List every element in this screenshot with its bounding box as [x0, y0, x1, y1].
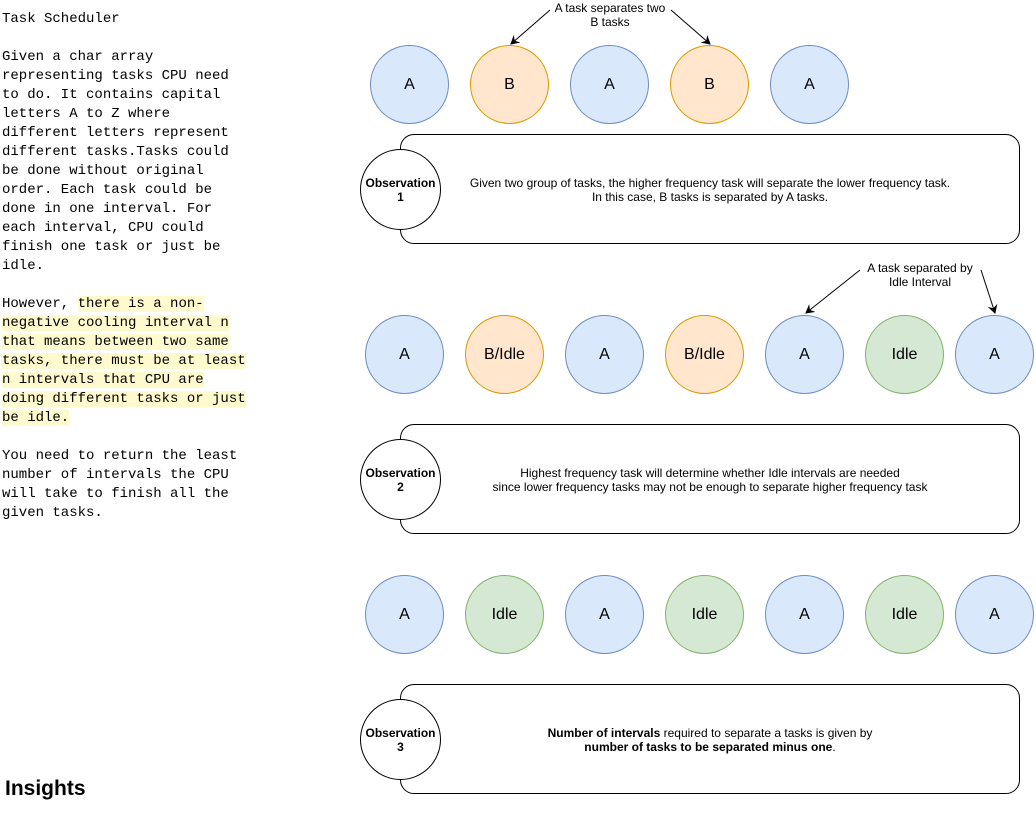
arrow-to-first-b: [510, 9, 551, 45]
row2-annotation: A task separated by Idle Interval: [867, 261, 973, 289]
problem-highlight: there is a non- negative cooling interva…: [2, 296, 246, 426]
arrow-to-a-before-idle: [805, 269, 861, 314]
idle-node: Idle: [665, 575, 744, 654]
observation3-normal1: required to separate a tasks is given by: [660, 726, 873, 740]
task-node: A: [565, 315, 644, 394]
problem-paragraph-1: Given a char array representing tasks CP…: [2, 49, 229, 274]
task-node: A: [365, 315, 444, 394]
observation2-label: Observation 2: [360, 439, 441, 520]
observation3-normal2: .: [832, 740, 836, 754]
row1-annotation: A task separates two B tasks: [554, 1, 666, 29]
observation3-line2: number of tasks to be separated minus on…: [400, 740, 1020, 754]
problem-description: Given a char array representing tasks CP…: [2, 48, 252, 542]
problem-title: Task Scheduler: [2, 11, 120, 27]
observation3-line1: Number of intervals required to separate…: [400, 726, 1020, 740]
problem-paragraph-3: You need to return the least number of i…: [2, 448, 238, 521]
task-node: A: [365, 575, 444, 654]
observation3-label: Observation 3: [360, 699, 441, 780]
task-node: A: [765, 315, 844, 394]
observation2-text: Highest frequency task will determine wh…: [492, 466, 928, 494]
task-node: B/Idle: [665, 315, 744, 394]
task-node: A: [565, 575, 644, 654]
observation2-box: [400, 424, 1020, 534]
insights-title: Insights: [5, 777, 86, 800]
problem-paragraph-2: However, there is a non- negative coolin…: [2, 295, 252, 428]
observation3-text: Number of intervals required to separate…: [400, 726, 1020, 754]
arrow-to-second-b: [670, 9, 711, 45]
task-node: A: [570, 45, 649, 124]
idle-node: Idle: [865, 315, 944, 394]
problem-paragraph-2-lead: However,: [2, 296, 78, 312]
observation1-text: Given two group of tasks, the higher fre…: [469, 176, 951, 204]
observation3-bold2: number of tasks to be separated minus on…: [584, 740, 833, 754]
task-node: B: [470, 45, 549, 124]
observation1-box: [400, 134, 1020, 244]
task-node: A: [770, 45, 849, 124]
task-node: B: [670, 45, 749, 124]
task-node: A: [955, 315, 1034, 394]
observation1-label: Observation 1: [360, 149, 441, 230]
idle-node: Idle: [465, 575, 544, 654]
task-node: A: [765, 575, 844, 654]
task-node: A: [955, 575, 1034, 654]
idle-node: Idle: [865, 575, 944, 654]
observation3-bold1: Number of intervals: [547, 726, 661, 740]
task-node: A: [370, 45, 449, 124]
task-node: B/Idle: [465, 315, 544, 394]
observation3-box: [400, 684, 1020, 794]
arrow-to-a-after-idle: [980, 269, 998, 314]
